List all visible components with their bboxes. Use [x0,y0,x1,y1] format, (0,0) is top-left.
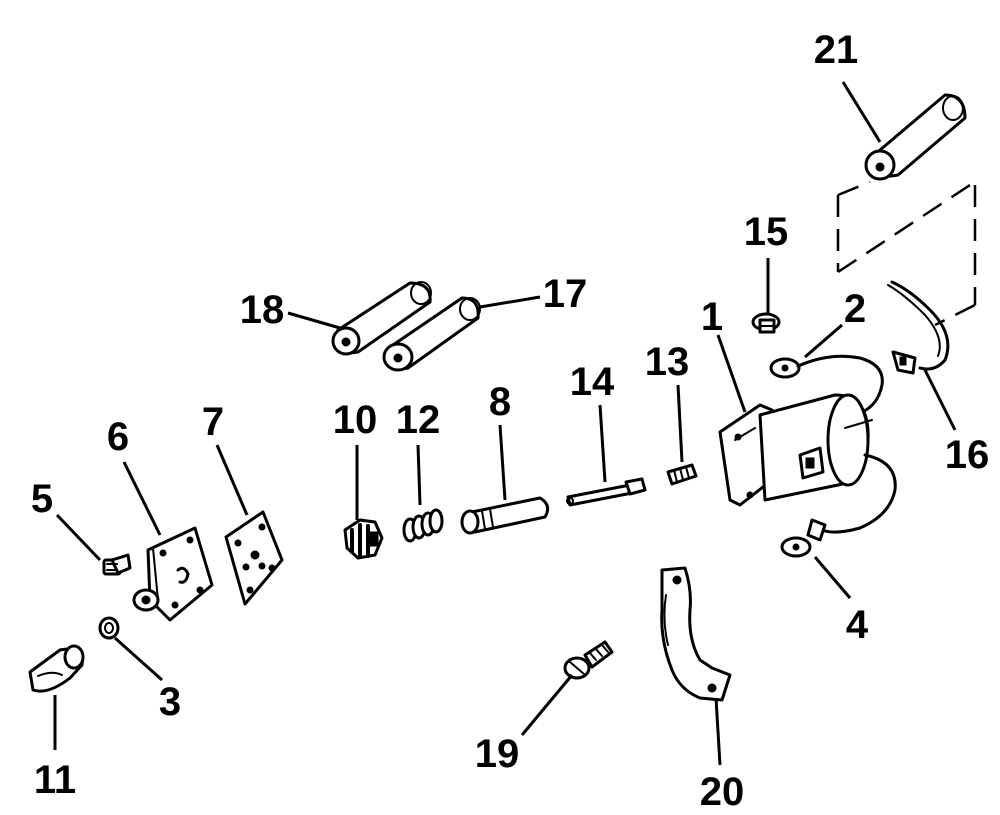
callout-7: 7 [202,400,224,444]
part-12-spring [402,508,444,543]
part-8-plunger [460,496,550,535]
callout-14: 14 [570,360,615,404]
callout-8: 8 [489,380,511,424]
part-7-gasket [224,510,284,606]
callout-19: 19 [475,732,520,776]
leader-4 [813,556,852,599]
callout-labels: 1 2 3 4 5 6 7 8 10 11 12 13 14 15 16 17 … [31,28,989,814]
part-21-roller [864,93,967,181]
callout-5: 5 [31,477,53,521]
leader-20 [714,697,722,766]
part-1-solenoid [718,393,873,507]
part-4-lead-wire [780,453,897,558]
part-17-roller [382,296,481,372]
callout-21: 21 [814,28,859,72]
leader-21 [841,81,882,143]
callout-3: 3 [159,680,181,724]
leader-6 [122,461,162,536]
part-13-spring [666,463,698,486]
part-6-end-cap [132,526,214,622]
callout-1: 1 [701,295,723,339]
part-11-boot [28,644,85,693]
leader-19 [520,674,574,736]
leader-13 [676,384,684,463]
part-20-clamp [660,566,732,702]
part-2-wire-terminal [769,354,884,414]
part-16-clip [887,280,950,375]
callout-18: 18 [240,288,285,332]
callout-6: 6 [107,415,129,459]
callout-17: 17 [543,272,588,316]
callout-11: 11 [34,758,76,802]
leader-14 [598,404,607,483]
callout-16: 16 [945,433,990,477]
callout-4: 4 [846,603,869,647]
leader-1 [716,334,747,413]
callout-12: 12 [396,398,441,442]
callout-15: 15 [744,210,789,254]
part-10-nut [343,518,384,560]
callout-20: 20 [700,770,745,814]
callout-13: 13 [645,340,690,384]
part-3-washer [98,616,120,640]
leader-17 [479,295,541,309]
leader-12 [416,444,422,506]
part-14-plunger-rod [566,477,647,507]
leader-18 [287,311,341,330]
part-5-screw [102,553,132,576]
leader-7 [215,444,249,516]
part-18-roller [331,281,432,356]
leader-8 [498,424,507,501]
dashed-assembly-box [836,180,977,327]
leader-3 [114,636,163,682]
callout-2: 2 [844,287,866,331]
leader-5 [55,513,102,562]
leader-2 [804,323,843,359]
part-19-screw [563,640,614,680]
leader-lines [53,81,957,766]
leader-16 [923,369,957,431]
part-15-screw [751,312,781,334]
callout-10: 10 [333,398,378,442]
